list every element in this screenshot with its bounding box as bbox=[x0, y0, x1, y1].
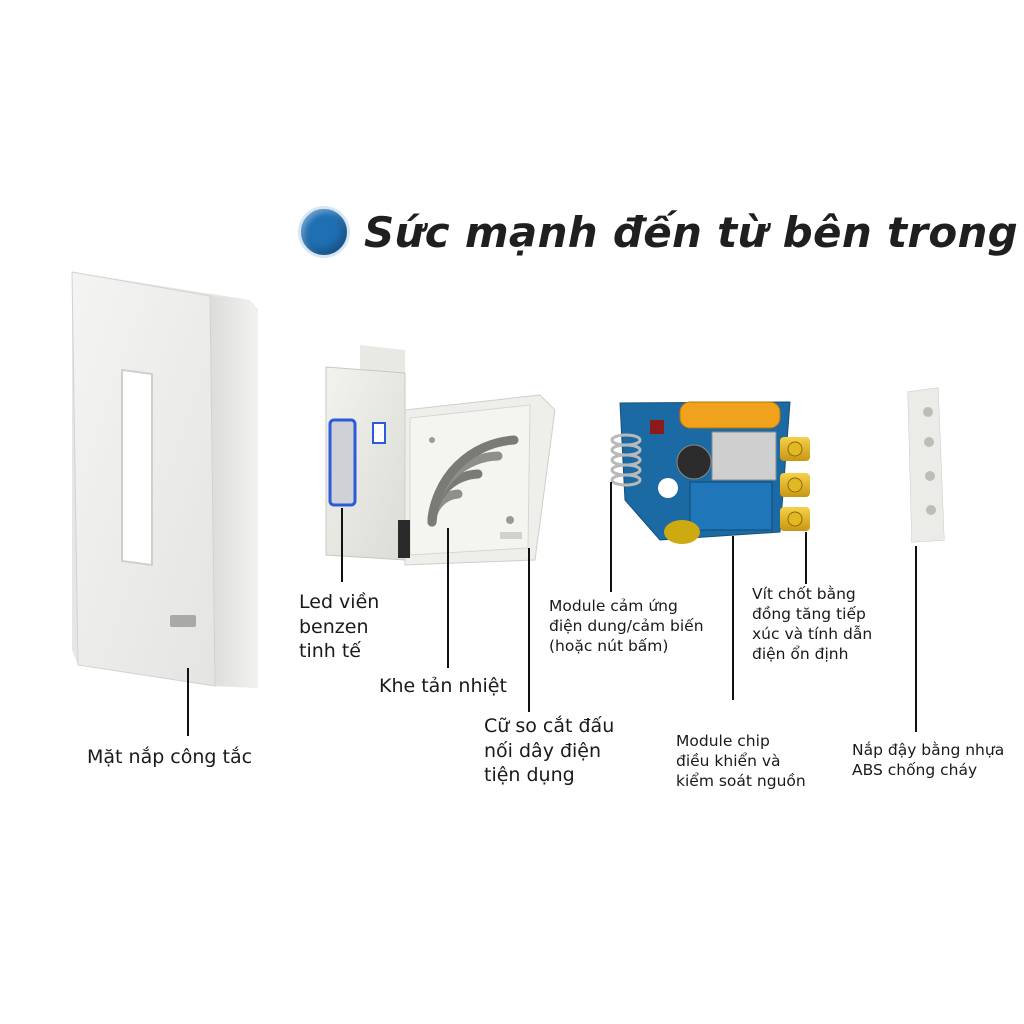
label-chip-module: Module chip điều khiển và kiểm soát nguồ… bbox=[676, 732, 806, 791]
back-cover bbox=[907, 387, 945, 543]
spring-icon bbox=[610, 433, 642, 487]
switch-body bbox=[325, 345, 556, 566]
wifi-icon bbox=[427, 435, 519, 527]
label-sensor-module: Module cảm ứng điện dung/cảm biến (hoặc … bbox=[549, 597, 704, 656]
face-plate bbox=[71, 271, 258, 688]
label-back-cover: Nắp đậy bằng nhựa ABS chống cháy bbox=[852, 741, 1005, 780]
title-text: Sức mạnh đến từ bên trong bbox=[364, 207, 1019, 257]
led-border bbox=[328, 418, 357, 507]
label-face-plate: Mặt nắp công tắc bbox=[87, 746, 253, 768]
page-title: Sức mạnh đến từ bên trong bbox=[298, 206, 1018, 258]
screw-terminal-icon bbox=[780, 437, 810, 531]
bullet-dot-icon bbox=[298, 206, 350, 258]
pcb-module bbox=[610, 401, 810, 544]
callout-lines bbox=[187, 482, 917, 736]
label-screw: Vít chốt bằng đồng tăng tiếp xúc và tính… bbox=[752, 585, 873, 664]
brand-logo bbox=[170, 615, 196, 627]
label-led-border: Led viền benzen tinh tế bbox=[299, 591, 380, 663]
label-heat-slot: Khe tản nhiệt bbox=[379, 675, 507, 697]
label-wire-clamp: Cữ so cắt đấu nối dây điện tiện dụng bbox=[484, 715, 615, 787]
